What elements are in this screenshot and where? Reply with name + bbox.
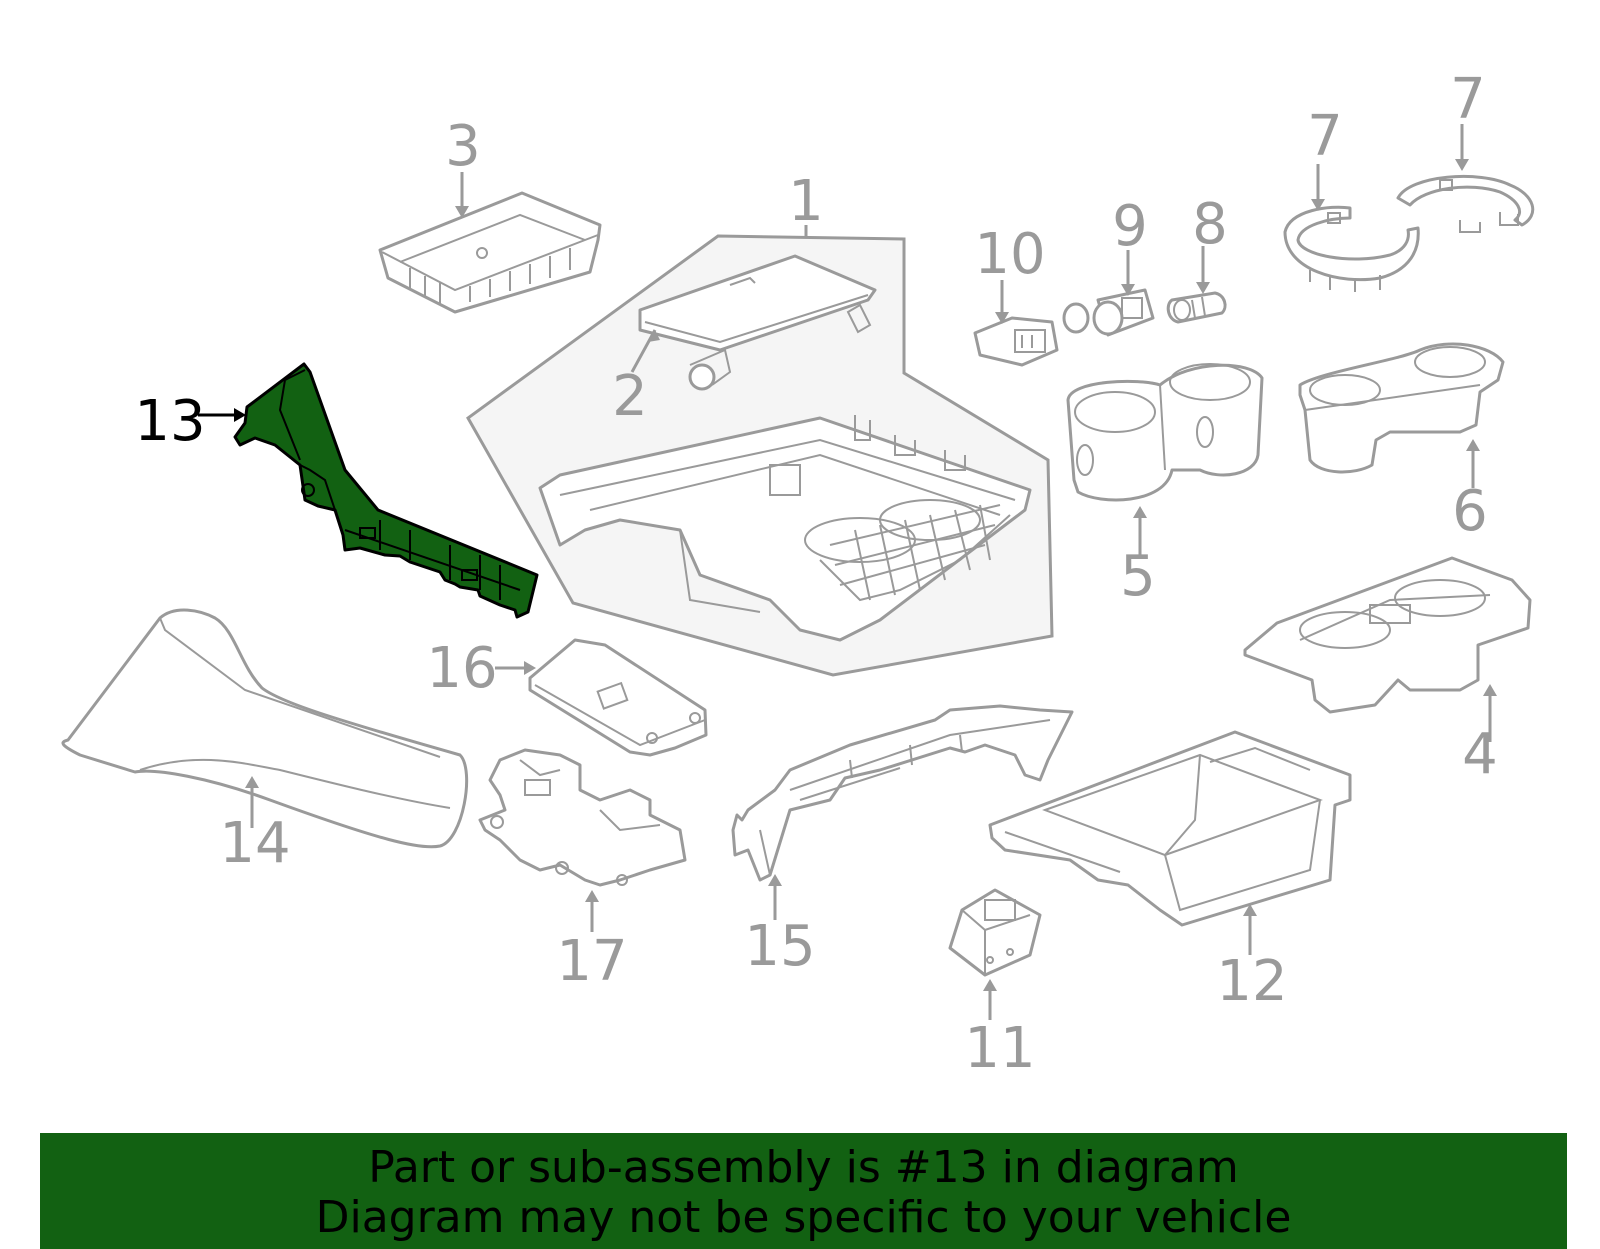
callout-12: 12 [1216,949,1287,1014]
part-5-cupholder [1066,363,1264,502]
part-9-socket [1062,288,1155,337]
info-banner: Part or sub-assembly is #13 in diagram D… [40,1133,1567,1249]
part-10-switch [973,316,1059,367]
callout-11: 11 [964,1016,1035,1081]
callout-15: 15 [744,914,815,979]
callout-7b: 7 [1450,67,1486,132]
banner-line-part: Part or sub-assembly is #13 in diagram [368,1142,1239,1193]
part-16-control-module [528,638,708,757]
part-1-console-body [538,415,1032,642]
part-13-bracket-highlighted [233,362,539,619]
banner-line-disclaimer: Diagram may not be specific to your vehi… [315,1192,1292,1243]
callout-14: 14 [219,811,290,876]
part-2-lid [638,254,877,391]
callout-1: 1 [788,169,824,234]
part-6-cupholder [1298,342,1505,474]
callout-8: 8 [1192,192,1228,257]
callout-16: 16 [426,636,497,701]
callout-17: 17 [556,929,627,994]
part-8-plug [1166,291,1227,324]
leader-lines [198,124,1497,1020]
callout-13: 13 [134,389,205,454]
part-4-cupholder-insert [1243,556,1532,714]
callout-9: 9 [1112,194,1148,259]
part-11-switch [948,888,1042,977]
callout-2: 2 [612,364,648,429]
callout-4: 4 [1462,722,1498,787]
part-15-trim-bracket [731,704,1074,882]
callout-6: 6 [1452,479,1488,544]
callout-5: 5 [1120,544,1156,609]
part-14-console-pad [61,608,469,849]
callout-3: 3 [445,114,481,179]
callout-7a: 7 [1307,104,1343,169]
part-3-tray [378,191,602,314]
callout-10: 10 [974,222,1045,287]
part-17-shifter-base [478,748,687,887]
part-12-storage-bin [988,730,1352,927]
part-7-trim-rings [1283,175,1535,292]
parts-diagram: 1 2 3 4 5 6 7 7 8 9 10 11 12 13 14 15 16… [61,67,1535,1081]
